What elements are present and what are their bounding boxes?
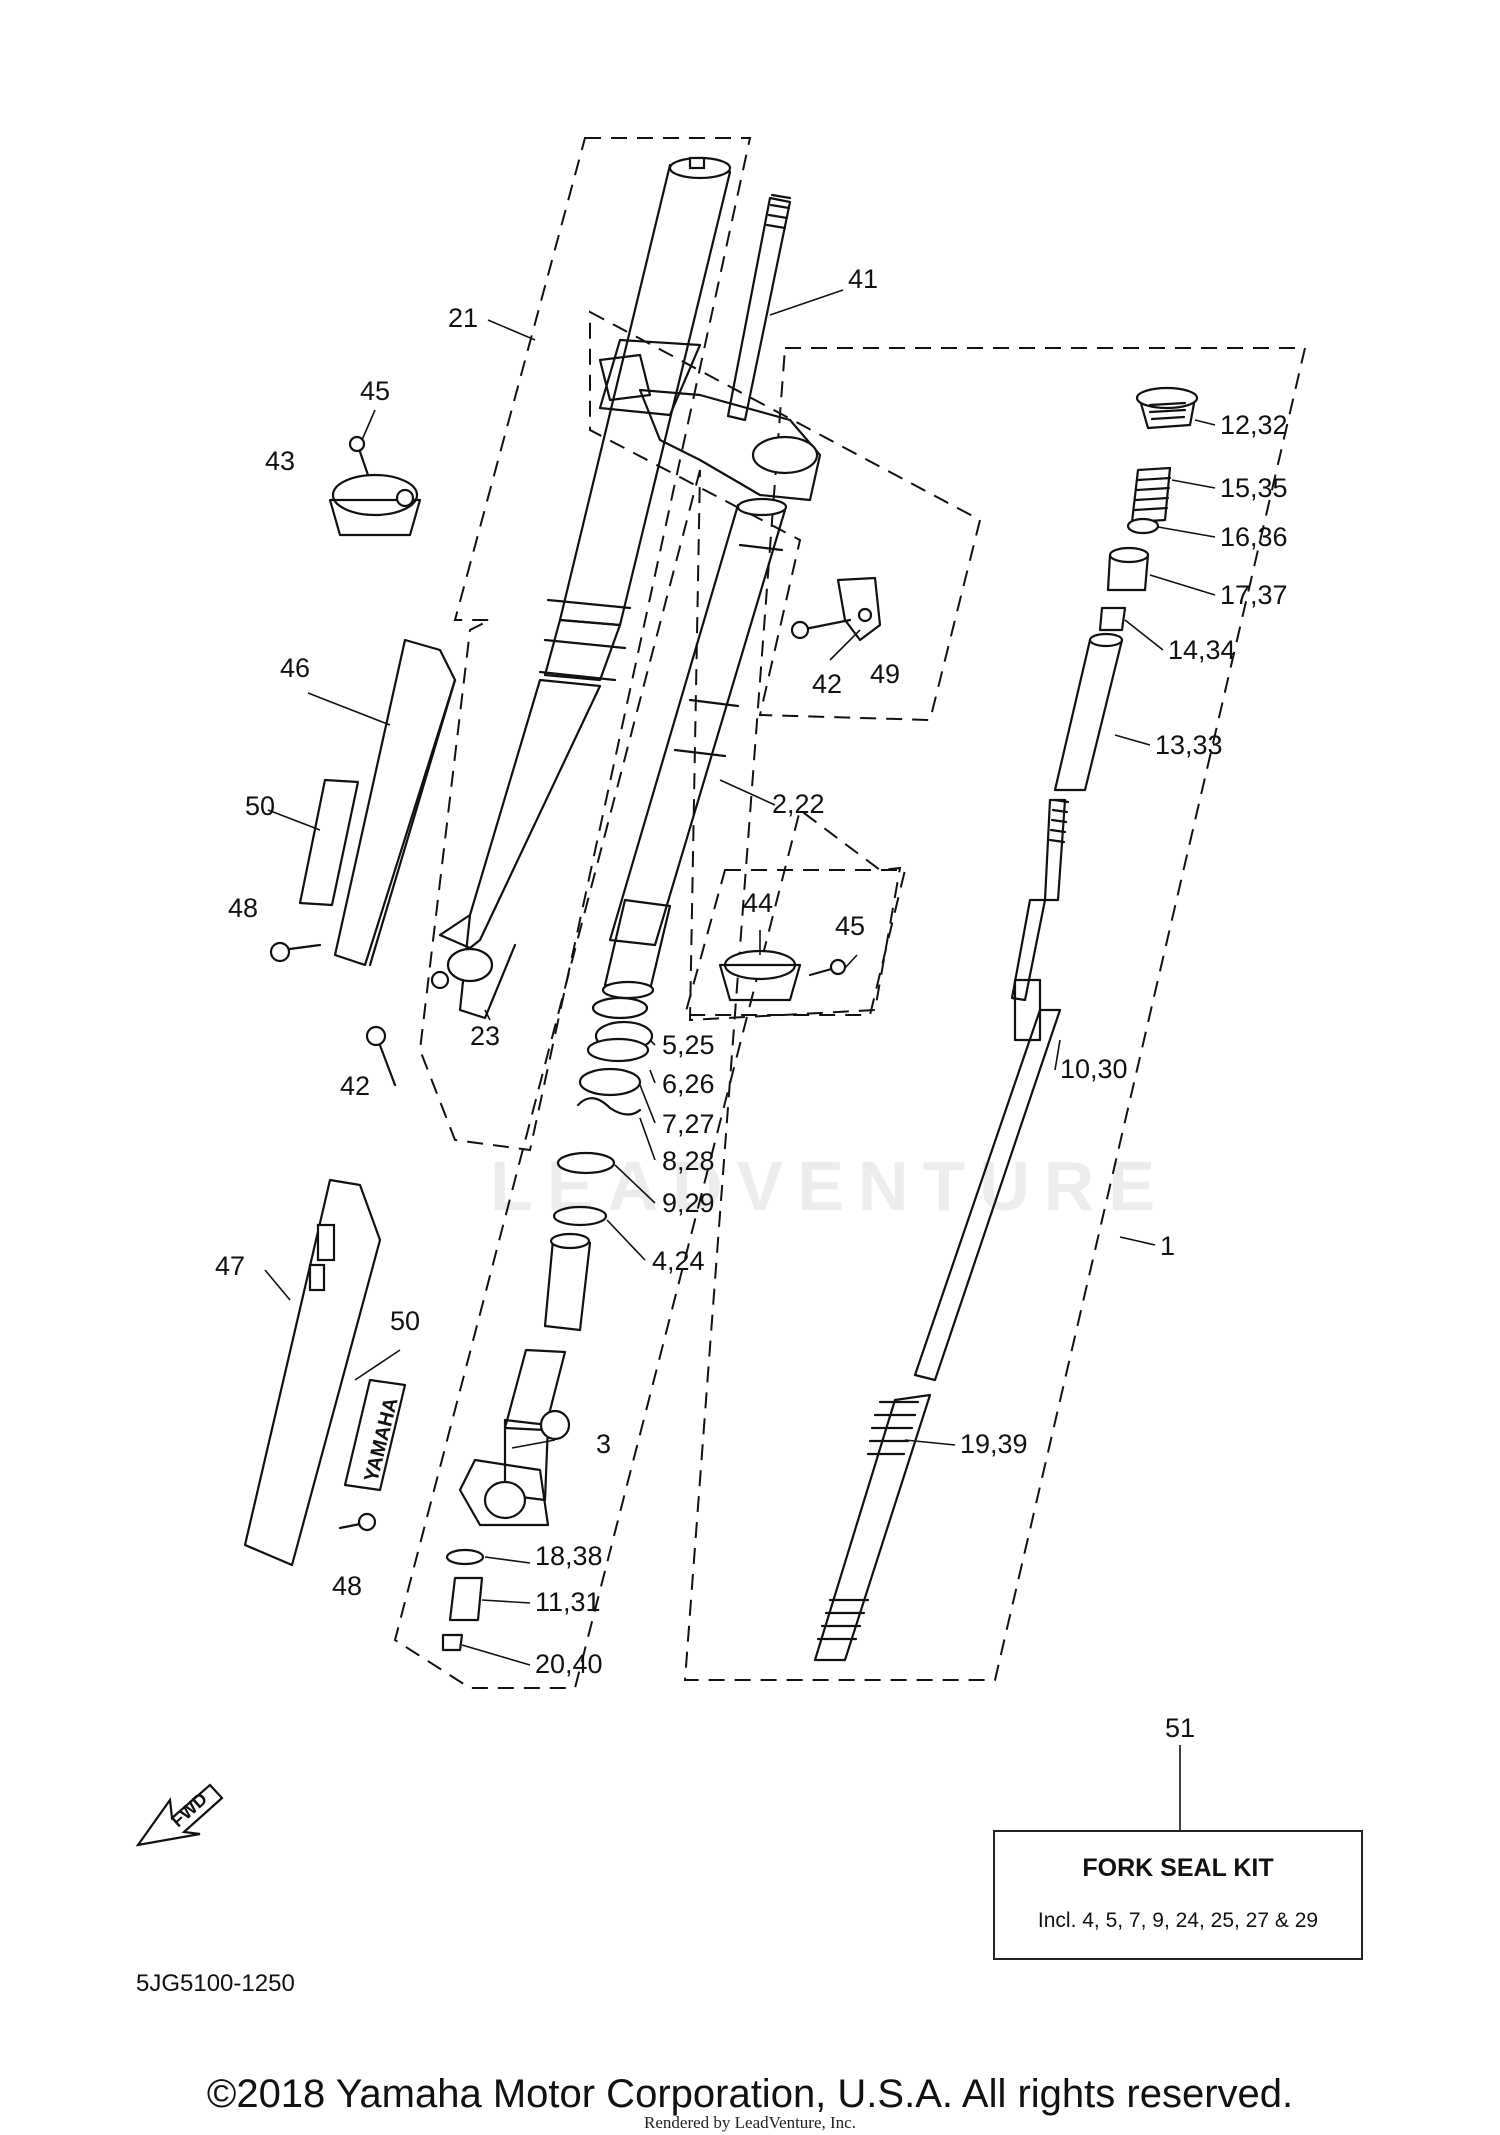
- decal-yamaha-text: YAMAHA: [361, 1396, 403, 1485]
- bolt-48b: [338, 1512, 377, 1532]
- cap-bolt-12-32: [1135, 386, 1199, 430]
- spring-15-35: [1130, 466, 1172, 524]
- callout-3: 3: [596, 1429, 611, 1459]
- kit-description: Incl. 4, 5, 7, 9, 24, 25, 27 & 29: [1037, 1909, 1319, 1932]
- callout-20-40: 20,40: [535, 1649, 603, 1679]
- callout-9-29: 9,29: [662, 1188, 715, 1218]
- callout-13-33: 13,33: [1155, 730, 1223, 760]
- callout-43: 43: [265, 446, 295, 476]
- callout-12-32: 12,32: [1220, 410, 1288, 440]
- callout-16-36: 16,36: [1220, 522, 1288, 552]
- callout-8-28: 8,28: [662, 1146, 715, 1176]
- leader-lines: [264, 289, 1216, 1830]
- rendered-by-text: Rendered by LeadVenture, Inc.: [644, 2113, 856, 2132]
- spring-19-39: [813, 1393, 932, 1662]
- callout-11-31: 11,31: [535, 1587, 601, 1617]
- outer-tube-21: [430, 156, 732, 1020]
- callout-19-39: 19,39: [960, 1429, 1028, 1459]
- inner-tube-2-22: [601, 497, 788, 1000]
- washer-18-38: [445, 1548, 485, 1566]
- seal-stack: [552, 996, 654, 1227]
- callout-48-top: 48: [228, 893, 258, 923]
- diagram-code: 5JG5100-1250: [136, 1970, 295, 1997]
- decal-50-yamaha: YAMAHA: [343, 1378, 407, 1492]
- nut-14-34: [1098, 606, 1127, 632]
- callout-50-top: 50: [245, 791, 275, 821]
- callout-6-26: 6,26: [662, 1069, 715, 1099]
- bolt-11-31: [448, 1576, 484, 1622]
- callout-45-mid: 45: [835, 911, 865, 941]
- callout-17-37: 17,37: [1220, 580, 1288, 610]
- group-outline-lower: [393, 469, 902, 1689]
- callout-10-30: 10,30: [1060, 1054, 1128, 1084]
- callout-42-left: 42: [340, 1071, 370, 1101]
- bolt-45a: [348, 435, 370, 477]
- nut-20-40: [441, 1633, 464, 1652]
- kit-title: FORK SEAL KIT: [1082, 1854, 1274, 1882]
- damper-rod-10-30: [913, 798, 1070, 1382]
- decal-50-top: [298, 778, 360, 907]
- callout-14-34: 14,34: [1168, 635, 1236, 665]
- washer-16-36: [1126, 517, 1160, 535]
- group-outline-top-bracket: [589, 310, 982, 722]
- bolt-42b: [365, 1025, 397, 1087]
- callout-45-top: 45: [360, 376, 390, 406]
- callout-1: 1: [1160, 1231, 1175, 1261]
- callout-44: 44: [743, 888, 773, 918]
- clamp-43: [328, 473, 422, 537]
- fork-seal-kit-box: FORK SEAL KIT Incl. 4, 5, 7, 9, 24, 25, …: [993, 1830, 1363, 1960]
- callout-23: 23: [470, 1021, 500, 1051]
- bracket-49: [836, 576, 882, 642]
- callout-41: 41: [848, 264, 878, 294]
- group-outline-44: [683, 869, 907, 1016]
- callout-4-24: 4,24: [652, 1246, 705, 1276]
- callout-5-25: 5,25: [662, 1030, 715, 1060]
- clamp-44: [718, 949, 802, 1002]
- bolt-48a: [269, 941, 322, 963]
- steering-stem-41: [598, 193, 822, 502]
- callout-42-top: 42: [812, 669, 842, 699]
- bolt-45b: [808, 958, 847, 977]
- callout-47: 47: [215, 1251, 245, 1281]
- callout-49: 49: [870, 659, 900, 689]
- outer-tube-3: [458, 1232, 592, 1527]
- fork-guard-46: [333, 638, 457, 967]
- callout-15-35: 15,35: [1220, 473, 1288, 503]
- group-outline-1: [683, 347, 1307, 1681]
- callout-7-27: 7,27: [662, 1109, 715, 1139]
- cartridge-13-33: [1053, 632, 1124, 792]
- callout-21: 21: [448, 303, 478, 333]
- bolt-42a: [790, 618, 852, 640]
- fwd-arrow-icon: FWD: [135, 1783, 224, 1847]
- callout-2-22: 2,22: [772, 789, 825, 819]
- callout-51: 51: [1165, 1713, 1195, 1743]
- collar-17-37: [1106, 546, 1150, 592]
- callout-46: 46: [280, 653, 310, 683]
- callout-18-38: 18,38: [535, 1541, 603, 1571]
- fork-guard-47: [243, 1178, 382, 1567]
- copyright-text: ©2018 Yamaha Motor Corporation, U.S.A. A…: [206, 2072, 1294, 2116]
- callout-48-lower: 48: [332, 1571, 362, 1601]
- callout-50-lower: 50: [390, 1306, 420, 1336]
